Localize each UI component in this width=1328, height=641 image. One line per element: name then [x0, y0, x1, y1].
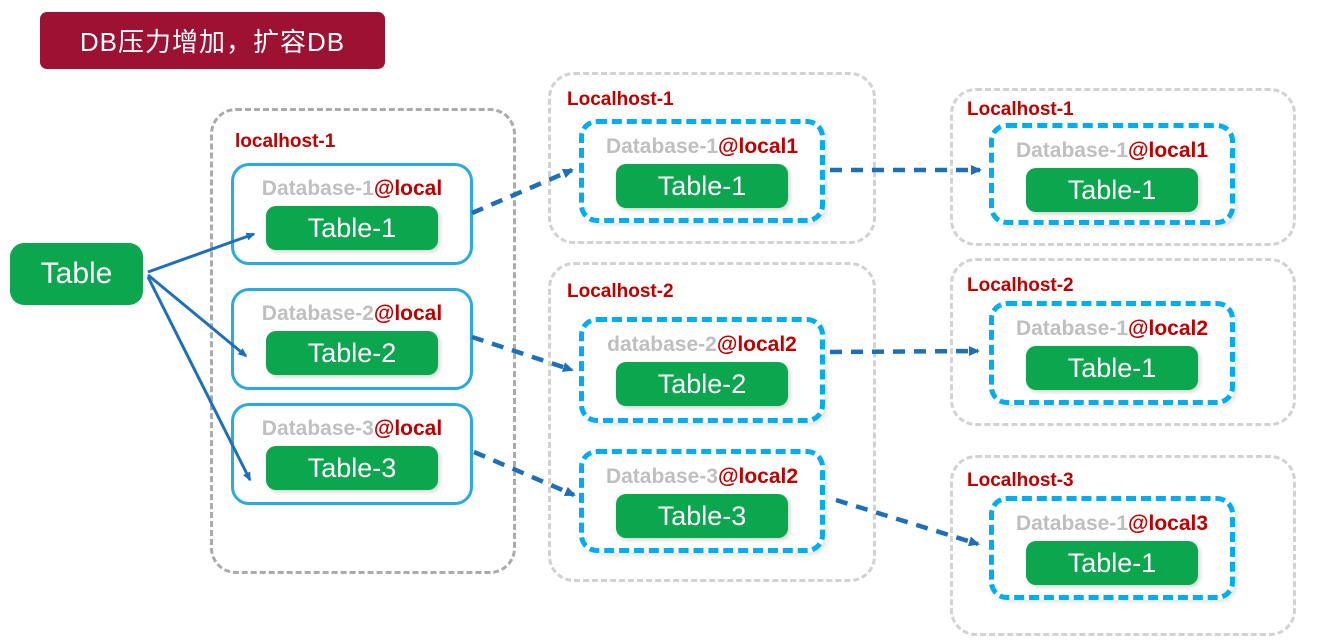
- database-label: Database-2@local: [262, 301, 442, 326]
- database-node-database-2-local: Database-2@local Table-2: [231, 288, 473, 390]
- database-location: @local2: [718, 465, 799, 488]
- database-node-database-1-local: Database-1@local Table-1: [231, 163, 473, 265]
- host-container-stage2-localhost-1: Localhost-1 Database-1@local1 Table-1: [548, 72, 876, 244]
- database-node-database-3-local: Database-3@local Table-3: [231, 403, 473, 505]
- table-node: Table-1: [1026, 168, 1198, 213]
- database-node-database-1-local1: Database-1@local1 Table-1: [989, 123, 1235, 225]
- database-location: @local: [373, 177, 443, 200]
- database-name: Database-1: [1015, 512, 1129, 535]
- database-node-database-3-local2: Database-3@local2 Table-3: [579, 449, 825, 553]
- database-location: @local2: [716, 333, 797, 356]
- table-node: Table-3: [266, 446, 438, 491]
- database-label: Database-1@local2: [1016, 316, 1208, 341]
- database-node-database-1-local1: Database-1@local1 Table-1: [579, 119, 825, 223]
- host-title: Localhost-1: [567, 89, 674, 110]
- database-label: Database-1@local1: [1016, 138, 1208, 163]
- database-location: @local1: [1128, 139, 1209, 162]
- database-label: Database-1@local1: [606, 134, 798, 159]
- database-name: Database-1: [605, 135, 719, 158]
- host-title: Localhost-1: [967, 99, 1074, 120]
- database-node-database-2-local2: database-2@local2 Table-2: [579, 317, 825, 423]
- database-location: @local: [373, 302, 443, 325]
- table-node: Table-1: [1026, 346, 1198, 391]
- host-title: Localhost-3: [967, 470, 1074, 491]
- host-container-stage3-localhost-3: Localhost-3 Database-1@local3 Table-1: [950, 455, 1296, 636]
- database-node-database-1-local3: Database-1@local3 Table-1: [989, 496, 1235, 600]
- host-container-stage3-localhost-2: Localhost-2 Database-1@local2 Table-1: [950, 258, 1296, 426]
- database-name: Database-2: [261, 302, 374, 325]
- database-name: Database-1: [1015, 317, 1129, 340]
- host-title: localhost-1: [235, 131, 336, 152]
- database-node-database-1-local2: Database-1@local2 Table-1: [989, 301, 1235, 405]
- table-node: Table-2: [266, 331, 438, 376]
- table-node: Table-1: [266, 206, 438, 251]
- banner-title: DB压力增加，扩容DB: [40, 12, 385, 69]
- source-table-node: Table: [10, 243, 143, 305]
- host-container-stage1-localhost-1: localhost-1 Database-1@local Table-1 Dat…: [210, 108, 516, 574]
- database-name: Database-1: [1015, 139, 1129, 162]
- database-label: Database-1@local: [262, 176, 442, 201]
- table-node: Table-1: [1026, 541, 1198, 586]
- database-location: @local2: [1128, 317, 1209, 340]
- database-location: @local3: [1128, 512, 1209, 535]
- database-name: Database-1: [261, 177, 374, 200]
- database-label: Database-3@local2: [606, 464, 798, 489]
- host-title: Localhost-2: [967, 275, 1074, 296]
- table-node: Table-2: [616, 362, 788, 407]
- database-label: Database-3@local: [262, 416, 442, 441]
- database-label: Database-1@local3: [1016, 511, 1208, 536]
- database-location: @local1: [718, 135, 799, 158]
- database-name: Database-3: [261, 417, 374, 440]
- host-container-stage2-localhost-2: Localhost-2 database-2@local2 Table-2 Da…: [548, 262, 876, 582]
- table-node: Table-1: [616, 164, 788, 209]
- database-name: Database-3: [605, 465, 719, 488]
- database-name: database-2: [607, 333, 717, 356]
- database-label: database-2@local2: [607, 332, 797, 357]
- host-title: Localhost-2: [567, 281, 674, 302]
- table-node: Table-3: [616, 494, 788, 539]
- database-location: @local: [373, 417, 443, 440]
- host-container-stage3-localhost-1: Localhost-1 Database-1@local1 Table-1: [950, 88, 1296, 246]
